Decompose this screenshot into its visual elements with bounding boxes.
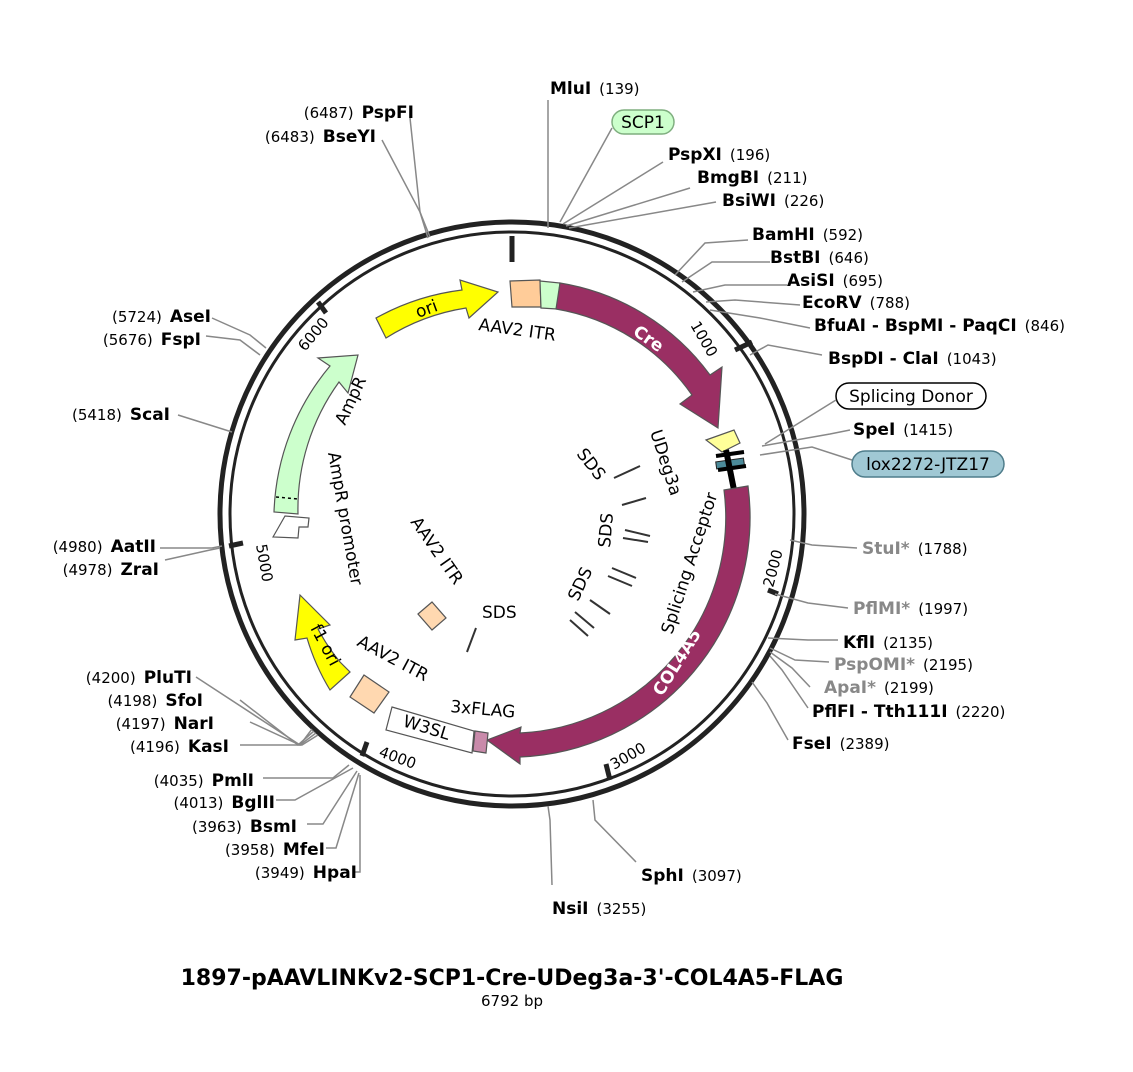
label-sds-4: SDS (482, 603, 517, 623)
site-pflmi: PflMI*(1997) (853, 599, 968, 619)
site-asei: (5724)AseI (112, 307, 211, 327)
label-sds-2: SDS (595, 512, 618, 548)
feature-w3sl (385, 706, 475, 754)
sds-markers (466, 465, 651, 653)
label-sds-1: SDS (572, 445, 609, 485)
site-kfli: KflI(2135) (843, 633, 933, 653)
label-udeg3a: UDeg3a (645, 427, 685, 498)
ampr-dashed-divider (275, 496, 299, 500)
callout-scp1: SCP1 (611, 109, 675, 135)
backbone-inner-ring (228, 230, 796, 798)
label-aav2-itr-top: AAV2 ITR (477, 315, 557, 346)
site-pflfi: PflFI - Tth111I(2220) (812, 702, 1005, 722)
site-labels: MluI(139) PspXI(196) BmgBI(211) BsiWI(22… (53, 79, 1065, 919)
site-bamhi: BamHI(592) (752, 225, 863, 245)
label-ampr-promoter: AmpR promoter (323, 450, 366, 587)
feature-splicing-donor (704, 429, 741, 453)
label-aav2-itr-inner: AAV2 ITR (406, 513, 467, 588)
site-stui: StuI*(1788) (862, 539, 968, 559)
site-pluti: (4200)PluTI (86, 668, 192, 688)
site-nari: (4197)NarI (116, 714, 214, 734)
site-bmgbi: BmgBI(211) (697, 168, 807, 188)
site-mlui: MluI(139) (550, 79, 640, 99)
feature-aav2-itr-inner (417, 601, 447, 631)
site-bglii: (4013)BglII (174, 793, 276, 813)
feature-ampr-arrow (273, 354, 359, 515)
site-nsii: NsiI(3255) (552, 899, 646, 919)
tick-marks (228, 236, 779, 781)
callout-lox-label: lox2272-JTZ17 (866, 455, 990, 475)
feature-text-labels: AAV2 ITR UDeg3a Splicing Acceptor 3xFLAG… (323, 315, 722, 723)
site-bfuai: BfuAI - BspMI - PaqCI(846) (814, 316, 1065, 336)
feature-ori-arrow (375, 279, 500, 339)
label-sds-3: SDS (564, 564, 597, 604)
site-pspxi: PspXI(196) (668, 145, 770, 165)
site-spei: SpeI(1415) (853, 420, 953, 440)
callout-scp1-label: SCP1 (621, 113, 665, 133)
tick-label-4000: 4000 (377, 743, 419, 773)
site-pmli: (4035)PmlI (154, 771, 254, 791)
site-fspi: (5676)FspI (103, 330, 201, 350)
site-zrai: (4978)ZraI (63, 560, 159, 580)
site-sphi: SphI(3097) (641, 866, 742, 886)
feature-aav2-itr-top (509, 279, 542, 308)
site-scai: (5418)ScaI (72, 405, 170, 425)
site-apai: ApaI*(2199) (824, 678, 934, 698)
feature-f1ori-arrow (294, 593, 351, 691)
backbone-outer-ring (217, 219, 807, 809)
tick-label-5000: 5000 (252, 543, 276, 584)
site-bseyi: (6483)BseYI (265, 127, 376, 147)
site-hpai: (3949)HpaI (255, 863, 357, 883)
site-pspfi: (6487)PspFI (304, 103, 414, 123)
feature-col4a5-arrow (485, 485, 751, 766)
site-mfei: (3958)MfeI (225, 840, 325, 860)
site-bspdi: BspDI - ClaI(1043) (828, 349, 997, 369)
site-fsei: FseI(2389) (792, 734, 889, 754)
site-bsiwi: BsiWI(226) (722, 191, 824, 211)
tick-label-6000: 6000 (294, 314, 332, 355)
site-pspomi: PspOMI*(2195) (834, 655, 973, 675)
tick-label-2000: 2000 (759, 547, 786, 589)
site-leader-lines (160, 100, 858, 886)
feature-ampr-promoter (271, 515, 310, 539)
label-3xflag: 3xFLAG (450, 697, 517, 723)
tick-label-3000: 3000 (607, 739, 649, 774)
connector-tick-2 (717, 464, 747, 472)
site-aatii: (4980)AatII (53, 537, 156, 557)
site-ecorv: EcoRV(788) (802, 293, 910, 313)
site-sfoi: (4198)SfoI (107, 691, 203, 711)
site-bstbi: BstBI(646) (770, 248, 869, 268)
plasmid-length: 6792 bp (481, 992, 543, 1010)
feature-cre-arrow (555, 282, 723, 430)
feature-3xflag (472, 730, 489, 754)
feature-aav2-itr-bottom (349, 674, 390, 714)
plasmid-title: 1897-pAAVLINKv2-SCP1-Cre-UDeg3a-3'-COL4A… (181, 966, 844, 991)
callout-splicing-donor-label: Splicing Donor (849, 387, 973, 407)
callout-lox: lox2272-JTZ17 (851, 450, 1005, 478)
site-kasi: (4196)KasI (130, 737, 229, 757)
site-bsmi: (3963)BsmI (192, 817, 297, 837)
splicing-donor-leader (764, 399, 837, 445)
connector-tick-1 (715, 450, 745, 458)
site-asisi: AsiSI(695) (787, 271, 883, 291)
callout-splicing-donor: Splicing Donor (835, 382, 987, 410)
